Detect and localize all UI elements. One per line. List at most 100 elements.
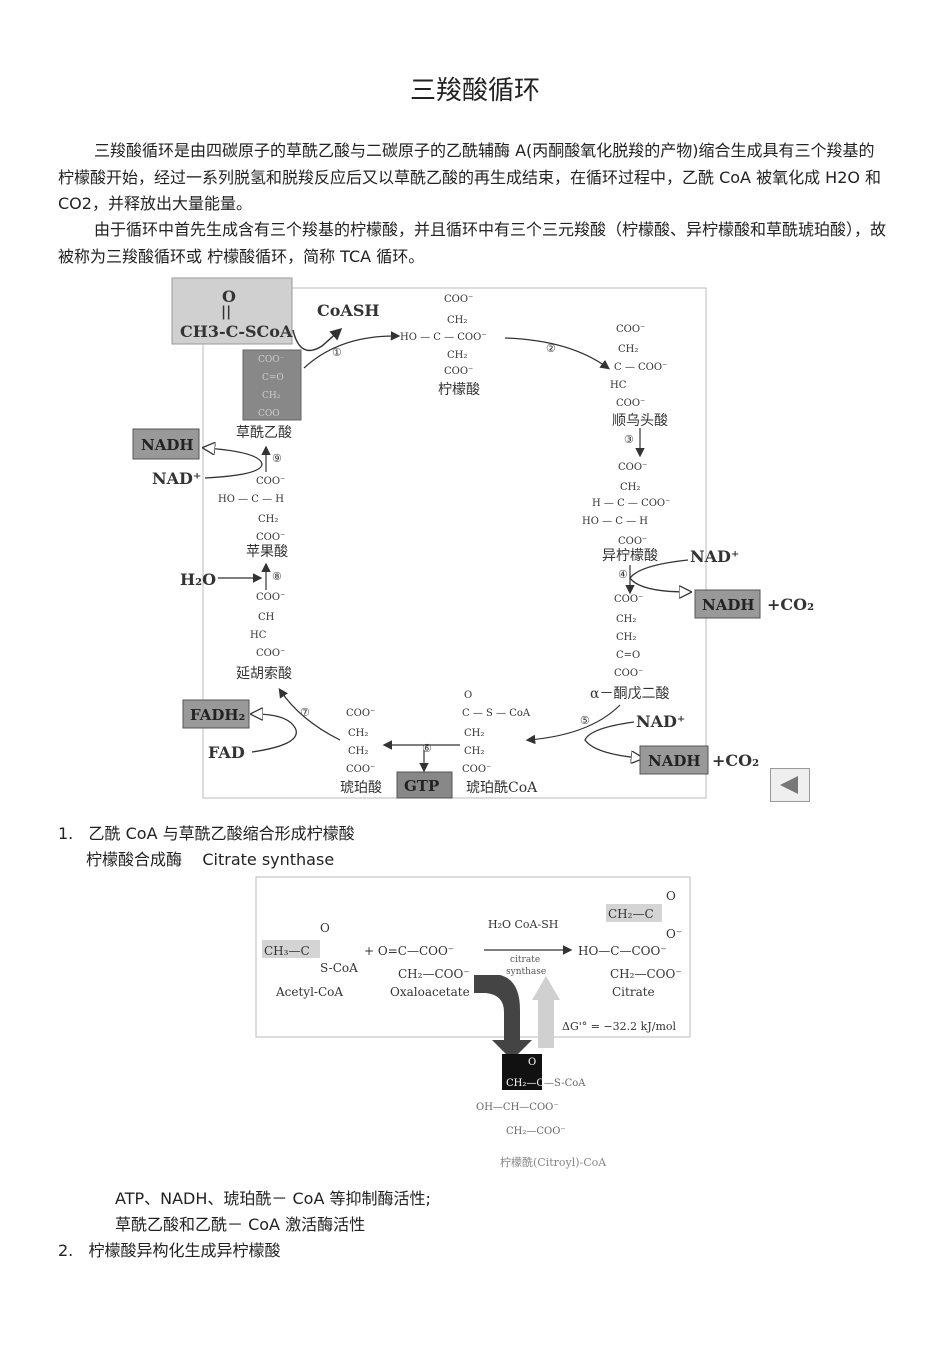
reaction-oxaloacetate: Oxaloacetate xyxy=(390,985,470,999)
svg-text:①: ① xyxy=(332,346,342,359)
svg-text:CH₂: CH₂ xyxy=(618,344,638,355)
svg-text:COO⁻: COO⁻ xyxy=(616,324,645,335)
svg-text:CH₂: CH₂ xyxy=(348,728,368,739)
water-label: H₂O xyxy=(180,570,216,589)
svg-text:HO—C—COO⁻: HO—C—COO⁻ xyxy=(578,944,667,958)
svg-text:HC: HC xyxy=(250,630,267,641)
svg-text:COO⁻: COO⁻ xyxy=(614,668,643,679)
svg-text:CH₂: CH₂ xyxy=(464,728,484,739)
svg-text:⑧: ⑧ xyxy=(272,570,282,583)
svg-text:COO⁻: COO⁻ xyxy=(346,708,375,719)
svg-text:COO⁻: COO⁻ xyxy=(256,648,285,659)
section-1-enzyme: 柠檬酸合成酶 Citrate synthase xyxy=(86,850,335,869)
section-1-heading: 1. 乙酰 CoA 与草酰乙酸缩合形成柠檬酸 xyxy=(58,824,355,843)
svg-text:C — S — CoA: C — S — CoA xyxy=(462,708,531,719)
reaction-acetyl-coa: Acetyl-CoA xyxy=(275,985,343,999)
intro-paragraph-1: 三羧酸循环是由四碳原子的草酰乙酸与二碳原子的乙酰辅酶 A(丙酮酸氧化脱羧的产物)… xyxy=(58,141,882,213)
co2-label-1: +CO₂ xyxy=(767,595,814,614)
svg-text:COO⁻: COO⁻ xyxy=(444,366,473,377)
svg-text:COO⁻: COO⁻ xyxy=(618,536,647,547)
svg-text:CH₂—COO⁻: CH₂—COO⁻ xyxy=(506,1126,566,1137)
isocitrate-label: 异柠檬酸 xyxy=(602,548,658,564)
co2-label-2: +CO₂ xyxy=(712,751,759,770)
alpha-ketoglutarate-label: α－酮戊二酸 xyxy=(590,686,669,702)
svg-text:⑦: ⑦ xyxy=(300,706,310,719)
reaction-reagents: H₂O CoA-SH xyxy=(488,918,558,931)
svg-text:—S-CoA: —S-CoA xyxy=(544,1078,586,1089)
svg-text:COO⁻: COO⁻ xyxy=(444,294,473,305)
svg-text:O: O xyxy=(528,1057,536,1068)
svg-text:③: ③ xyxy=(624,433,634,446)
svg-text:CH₂: CH₂ xyxy=(620,482,640,493)
svg-text:CH₂: CH₂ xyxy=(447,350,467,361)
intro-paragraph-2: 由于循环中首先生成含有三个羧基的柠檬酸，并且循环中有三个三元羧酸（柠檬酸、异柠檬… xyxy=(58,220,887,266)
nad-plus-label-2: NAD⁺ xyxy=(636,712,685,731)
nadh-box-2: NADH xyxy=(648,752,701,770)
reaction-citrate: Citrate xyxy=(612,985,655,999)
citrate-label: 柠檬酸 xyxy=(438,382,480,398)
svg-text:CH₂: CH₂ xyxy=(348,746,368,757)
succinate-label: 琥珀酸 xyxy=(340,780,382,796)
svg-text:COO⁻: COO⁻ xyxy=(462,764,491,775)
succinyl-coa-label: 琥珀酰CoA xyxy=(466,780,538,796)
svg-text:⑤: ⑤ xyxy=(580,714,590,727)
svg-text:H — C — COO⁻: H — C — COO⁻ xyxy=(592,498,670,509)
svg-text:HO — C — H: HO — C — H xyxy=(218,494,284,505)
svg-text:C=O: C=O xyxy=(262,373,284,383)
svg-text:citrate: citrate xyxy=(510,955,540,965)
svg-text:⑨: ⑨ xyxy=(272,452,282,465)
previous-page-button[interactable] xyxy=(770,768,810,802)
cis-aconitate-label: 顺乌头酸 xyxy=(612,413,668,429)
svg-text:S-CoA: S-CoA xyxy=(320,961,358,975)
fadh2-box: FADH₂ xyxy=(190,706,245,724)
svg-text:CH₂: CH₂ xyxy=(464,746,484,757)
section-2-heading: 2. 柠檬酸异构化生成异柠檬酸 xyxy=(58,1241,281,1260)
svg-text:COO: COO xyxy=(258,409,280,419)
svg-text:CH₂—C: CH₂—C xyxy=(608,907,654,921)
svg-text:⑥: ⑥ xyxy=(422,742,432,755)
svg-text:②: ② xyxy=(546,342,556,355)
svg-text:O: O xyxy=(666,889,676,903)
page-title: 三羧酸循环 xyxy=(409,76,540,106)
delta-g: ΔG'° = −32.2 kJ/mol xyxy=(562,1020,677,1033)
svg-text:④: ④ xyxy=(618,568,628,581)
svg-text:CH₂: CH₂ xyxy=(262,391,281,401)
svg-text:HO — C — COO⁻: HO — C — COO⁻ xyxy=(400,332,487,343)
svg-text:COO⁻: COO⁻ xyxy=(346,764,375,775)
nad-plus-label-3: NAD⁺ xyxy=(152,469,201,488)
svg-text:COO⁻: COO⁻ xyxy=(258,355,285,365)
oxaloacetate-label: 草酰乙酸 xyxy=(236,425,292,441)
svg-text:COO⁻: COO⁻ xyxy=(614,594,643,605)
svg-text:CH₂—COO⁻: CH₂—COO⁻ xyxy=(610,967,682,981)
svg-text:C — COO⁻: C — COO⁻ xyxy=(614,362,667,373)
svg-text:CH₃—C: CH₃—C xyxy=(264,944,310,958)
regulation-inhibit: ATP、NADH、琥珀酰－ CoA 等抑制酶活性; xyxy=(115,1189,431,1208)
svg-text:CH₂: CH₂ xyxy=(258,514,278,525)
gtp-box: GTP xyxy=(404,777,439,795)
acetyl-coa-label: CH3-C-SCoA xyxy=(180,322,293,341)
svg-text:+ O=C—COO⁻: + O=C—COO⁻ xyxy=(364,944,454,958)
svg-text:COO⁻: COO⁻ xyxy=(256,476,285,487)
coash-label: CoASH xyxy=(317,301,380,320)
svg-text:C=O: C=O xyxy=(616,650,640,661)
fad-label: FAD xyxy=(208,743,245,762)
svg-text:O: O xyxy=(320,921,330,935)
svg-text:CH₂: CH₂ xyxy=(616,632,636,643)
svg-text:CH₂: CH₂ xyxy=(616,614,636,625)
svg-text:O: O xyxy=(222,287,236,306)
svg-text:||: || xyxy=(221,304,231,320)
back-arrow-icon xyxy=(780,776,798,794)
svg-text:COO⁻: COO⁻ xyxy=(618,462,647,473)
svg-text:HC: HC xyxy=(610,380,627,391)
svg-text:O: O xyxy=(464,690,472,701)
svg-text:CH₂—COO⁻: CH₂—COO⁻ xyxy=(398,967,470,981)
svg-text:CH: CH xyxy=(258,612,275,623)
svg-text:CH₂: CH₂ xyxy=(447,315,467,326)
regulation-activate: 草酰乙酸和乙酰－ CoA 激活酶活性 xyxy=(115,1215,366,1234)
svg-text:O⁻: O⁻ xyxy=(666,927,682,941)
svg-text:COO⁻: COO⁻ xyxy=(256,532,285,543)
svg-text:HO — C — H: HO — C — H xyxy=(582,516,648,527)
nadh-box-1: NADH xyxy=(702,596,755,614)
svg-text:synthase: synthase xyxy=(506,967,546,977)
nad-plus-label: NAD⁺ xyxy=(690,547,739,566)
